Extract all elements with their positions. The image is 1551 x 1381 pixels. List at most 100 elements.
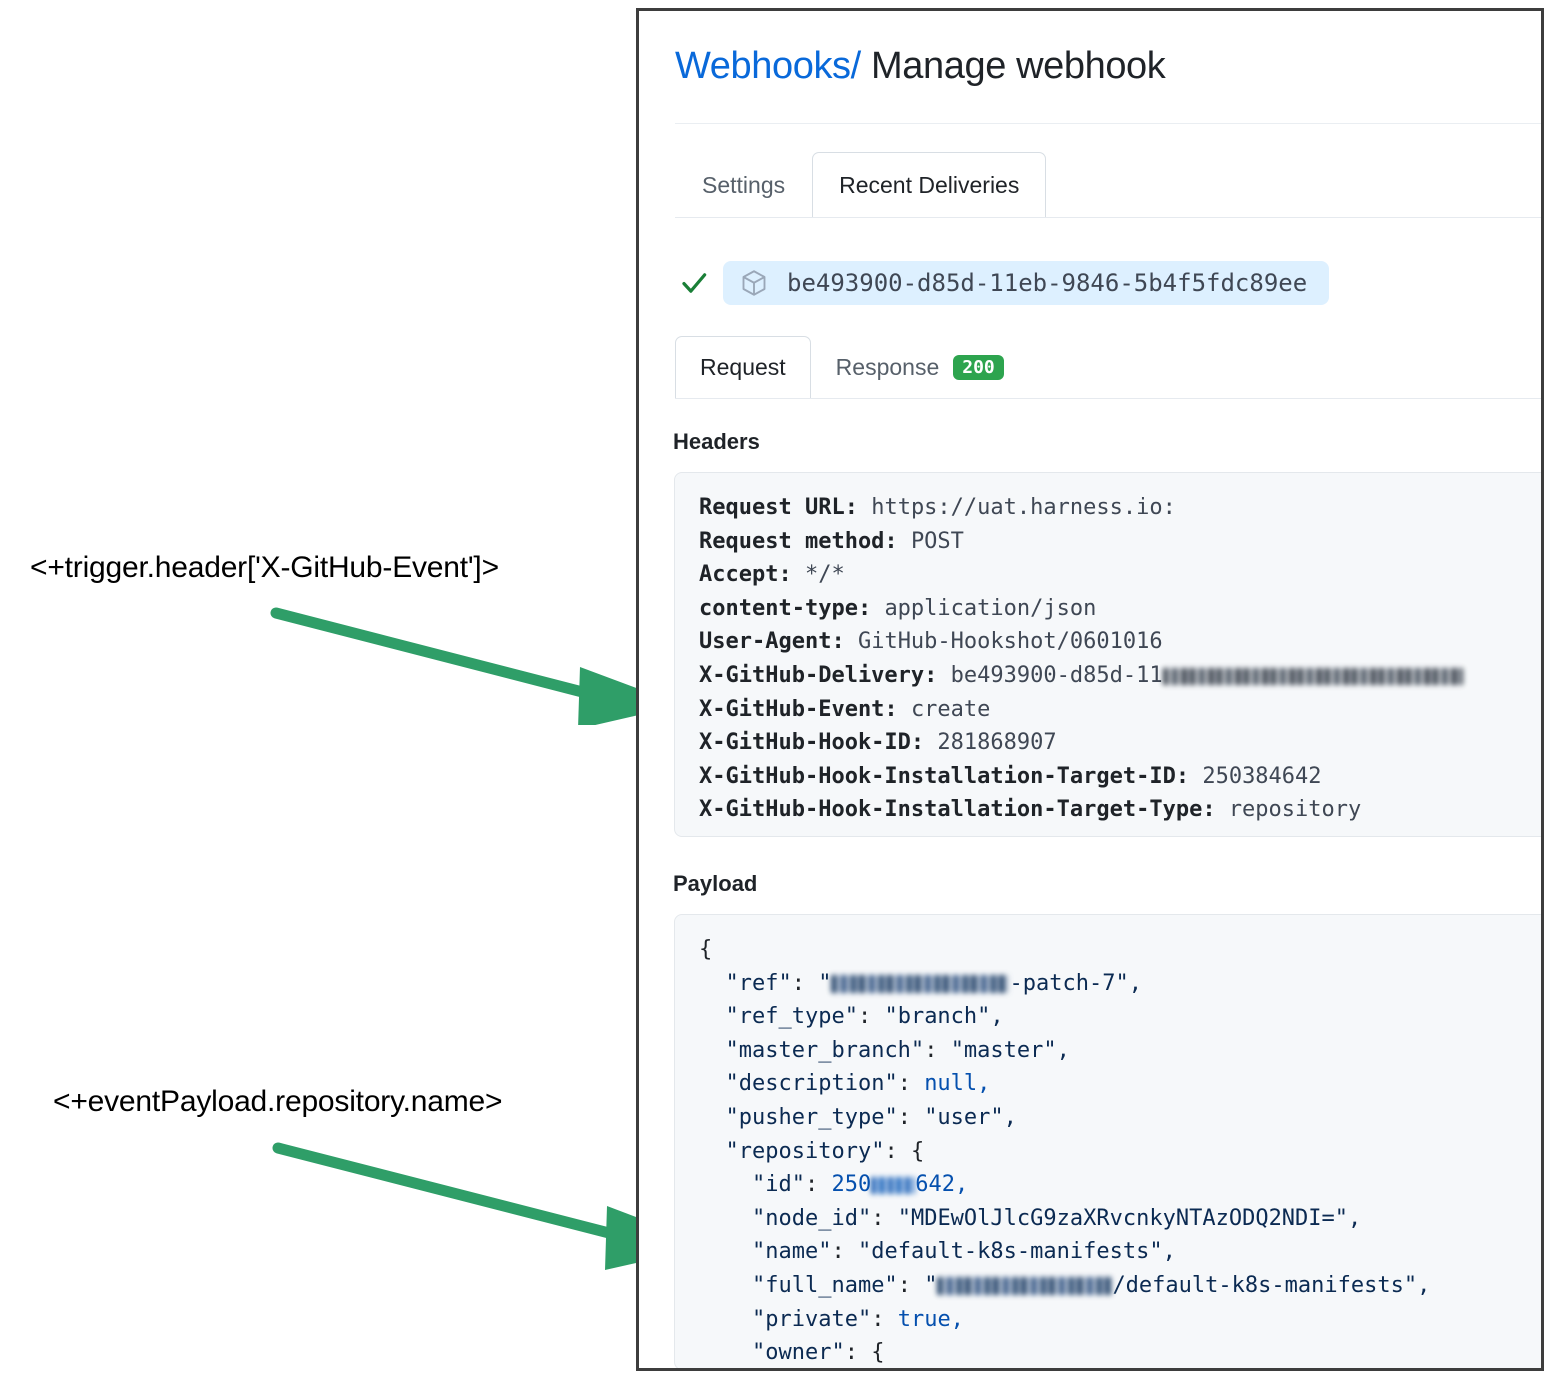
header-value: create [910,696,991,722]
tab-recent-deliveries[interactable]: Recent Deliveries [812,152,1047,217]
json-key-id: "id" [751,1172,805,1198]
json-line: "master_branch": "master", [725,1037,1070,1063]
header-key: X-GitHub-Hook-Installation-Target-Type: [699,797,1216,823]
package-cube-icon [742,270,766,296]
delivery-row: be493900-d85d-11eb-9846-5b4f5fdc89ee [679,261,1330,305]
json-line: "ref": "-patch-7", [725,970,1142,996]
json-value: "user", [924,1104,1017,1130]
json-line: "repository": { [725,1138,925,1164]
json-value: true, [897,1306,964,1332]
delivery-id-text: be493900-d85d-11eb-9846-5b4f5fdc89ee [787,269,1308,297]
header-value: 250384642 [1202,763,1322,789]
json-key-name: "name" [751,1239,832,1265]
top-tabs-divider [675,217,1541,218]
header-row: Accept: */* [699,558,1541,592]
request-response-tab-bar: Request Response 200 [675,336,1029,398]
json-key-repository: "repository" [725,1138,885,1164]
header-value: GitHub-Hookshot/0601016 [857,629,1163,655]
tab-request[interactable]: Request [675,336,811,398]
header-value: POST [910,528,964,554]
header-value: application/json [884,595,1097,621]
delivery-id-chip[interactable]: be493900-d85d-11eb-9846-5b4f5fdc89ee [723,261,1330,305]
json-value: { [910,1138,925,1164]
json-value-suffix: -patch-7", [1009,970,1142,996]
json-value-suffix: 642, [915,1172,969,1198]
headers-code-block: Request URL: https://uat.harness.io: Req… [674,472,1541,837]
headers-section-title: Headers [673,429,760,454]
header-key: X-GitHub-Event: [699,696,898,722]
tab-response[interactable]: Response 200 [811,336,1029,398]
json-line: "full_name": "/default-k8s-manifests", [751,1272,1431,1298]
tab-request-label: Request [700,354,786,380]
tab-response-label: Response [835,354,940,380]
json-key-owner: "owner" [751,1340,845,1366]
header-value: be493900-d85d-11 [950,662,1163,688]
json-line: "ref_type": "branch", [725,1004,1004,1030]
breadcrumb-separator: / [850,45,862,87]
json-value-suffix: /default-k8s-manifests", [1112,1272,1431,1298]
annotation-label-trigger-header: <+trigger.header['X-GitHub-Event']> [30,551,499,584]
header-value: https://uat.harness.io: [871,495,1176,520]
json-key-private: "private" [751,1306,872,1332]
header-value: repository [1228,797,1362,823]
header-row: X-GitHub-Hook-Installation-Target-ID: 25… [699,760,1541,794]
header-row: X-GitHub-Hook-ID: 281868907 [699,726,1541,760]
header-key: X-GitHub-Delivery: [699,662,938,688]
top-tab-bar: Settings Recent Deliveries [675,152,1047,217]
header-key: User-Agent: [699,629,845,655]
header-key: X-GitHub-Hook-ID: [699,730,925,756]
header-row: X-GitHub-Delivery: be493900-d85d-11 [699,659,1541,693]
json-key-ref: "ref" [725,970,792,996]
json-value: null, [924,1071,991,1097]
header-row: X-GitHub-Hook-Installation-Target-Type: … [699,793,1541,827]
json-value: "branch", [884,1004,1004,1030]
header-key: content-type: [699,595,872,621]
json-line: "private": true, [751,1306,964,1332]
tab-settings[interactable]: Settings [702,171,786,198]
redacted-username [831,974,1010,993]
json-line: { [699,933,1541,967]
json-line: "pusher_type": "user", [725,1104,1017,1130]
header-row: content-type: application/json [699,592,1541,626]
header-row: Request method: POST [699,525,1541,559]
redacted-delivery-id [1162,667,1463,685]
json-key-ref-type: "ref_type" [725,1004,858,1030]
header-row: User-Agent: GitHub-Hookshot/0601016 [699,625,1541,659]
header-key: Request URL: [699,495,858,520]
page-title: Manage webhook [871,45,1166,87]
header-key: Accept: [699,562,792,588]
json-key-description: "description" [725,1071,898,1097]
header-value: 281868907 [937,730,1057,756]
json-line: "node_id": "MDEwOlJlcG9zaXRvcnkyNTAzODQ2… [751,1205,1362,1231]
payload-code-block: { "ref": "-patch-7", "ref_type": "branch… [674,914,1541,1368]
json-value: "MDEwOlJlcG9zaXRvcnkyNTAzODQ2NDI=", [897,1205,1362,1231]
header-divider [675,123,1541,124]
json-line: "name": "default-k8s-manifests", [751,1239,1176,1265]
header-row: X-GitHub-Event: create [699,693,1541,727]
breadcrumb: Webhooks/ Manage webhook [675,45,1166,88]
header-key: Request method: [699,528,898,554]
check-icon [682,273,707,293]
json-open-brace: { [699,937,713,962]
json-value: "master", [950,1037,1070,1063]
annotation-arrow-trigger-header [270,607,682,725]
header-key: X-GitHub-Hook-Installation-Target-ID: [699,763,1190,789]
json-key-full-name: "full_name" [751,1272,898,1298]
json-value: { [871,1340,885,1366]
json-value-prefix: " [924,1272,938,1298]
json-key-master-branch: "master_branch" [725,1037,925,1063]
json-key-pusher-type: "pusher_type" [725,1104,898,1130]
webhook-panel: Webhooks/ Manage webhook Settings Recent… [636,8,1544,1371]
request-tabs-divider [675,398,1541,399]
header-row: Request URL: https://uat.harness.io: [699,491,1541,525]
header-value: */* [804,562,845,588]
json-value-prefix: " [818,970,832,996]
annotation-label-event-payload: <+eventPayload.repository.name> [53,1085,503,1118]
json-key-node-id: "node_id" [751,1205,872,1231]
breadcrumb-link-webhooks[interactable]: Webhooks [675,45,851,87]
redacted-owner-name [937,1276,1113,1295]
payload-section-title: Payload [673,871,758,896]
json-value: "default-k8s-manifests", [857,1239,1176,1265]
json-value-prefix: 250 [831,1172,872,1198]
